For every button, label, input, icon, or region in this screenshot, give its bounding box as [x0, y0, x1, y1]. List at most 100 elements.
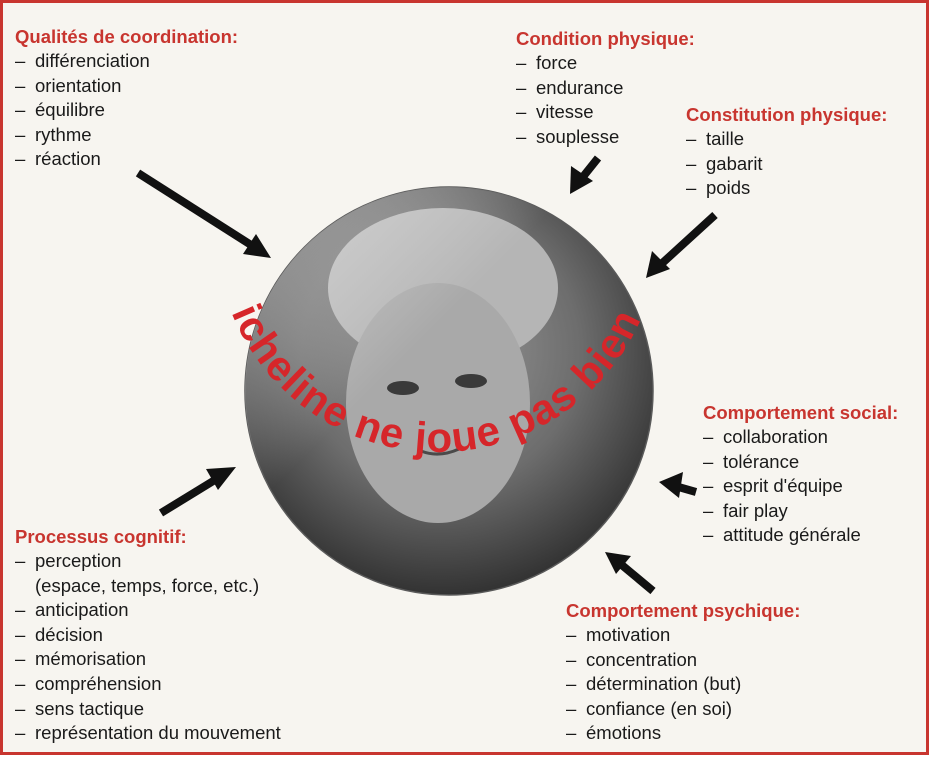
dash-bullet: –	[15, 623, 26, 645]
list-item: –esprit d'équipe	[703, 474, 898, 499]
cognitive-heading: Processus cognitif:	[15, 526, 187, 547]
dash-bullet: –	[15, 50, 26, 71]
list-item-text: mémorisation	[35, 648, 147, 670]
dash-bullet: –	[566, 648, 577, 670]
list-item-text: tolérance	[723, 450, 800, 472]
list-item-text: compréhension	[35, 672, 162, 694]
list-item-text: force	[536, 52, 578, 73]
list-item-text: concentration	[586, 648, 698, 670]
dash-bullet: –	[15, 99, 26, 121]
list-item: –compréhension	[15, 672, 281, 697]
list-item-text: poids	[706, 177, 751, 199]
psychic-list: –motivation–concentration–détermination …	[566, 623, 800, 746]
list-item: –fair play	[703, 499, 898, 524]
dash-bullet: –	[566, 697, 577, 719]
dash-bullet: –	[516, 125, 527, 147]
list-item-text: différenciation	[35, 50, 150, 71]
list-item-text: confiance (en soi)	[586, 697, 733, 719]
list-item: –collaboration	[703, 425, 898, 450]
list-item-text: endurance	[536, 76, 624, 98]
list-item-text: motivation	[586, 624, 671, 645]
list-item-text: (espace, temps, force, etc.)	[35, 574, 260, 596]
list-item: (espace, temps, force, etc.)	[15, 574, 281, 599]
social-list: –collaboration–tolérance–esprit d'équipe…	[703, 425, 898, 548]
dash-bullet: –	[15, 672, 26, 694]
list-item: –gabarit	[686, 152, 887, 177]
list-item-text: gabarit	[706, 152, 763, 174]
list-item-text: taille	[706, 128, 745, 149]
list-item-text: perception	[35, 550, 122, 571]
arrow-social	[659, 472, 698, 498]
diagram-graphics: Micheline ne joue pas bien!?	[3, 3, 718, 596]
list-item-text: décision	[35, 623, 103, 645]
list-item: –différenciation	[15, 49, 238, 74]
dash-bullet: –	[703, 426, 714, 447]
list-item: –tolérance	[703, 450, 898, 475]
group-condition: Condition physique: –force–endurance–vit…	[516, 27, 695, 149]
arrows	[135, 155, 718, 595]
list-item: –motivation	[566, 623, 800, 648]
dash-bullet: –	[566, 722, 577, 744]
list-item: –endurance	[516, 76, 695, 101]
group-coordination: Qualités de coordination: –différenciati…	[15, 25, 238, 172]
group-constitution: Constitution physique: –taille–gabarit–p…	[686, 103, 887, 201]
group-social: Comportement social: –collaboration–tolé…	[703, 401, 898, 548]
cognitive-list: –perception(espace, temps, force, etc.)–…	[15, 549, 281, 746]
dash-bullet: –	[15, 697, 26, 719]
dash-bullet: –	[15, 599, 26, 621]
list-item-text: collaboration	[723, 426, 828, 447]
dash-bullet: –	[516, 52, 527, 73]
psychic-heading: Comportement psychique:	[566, 600, 801, 621]
list-item-text: orientation	[35, 74, 122, 96]
list-item-text: attitude générale	[723, 524, 861, 546]
list-item: –décision	[15, 623, 281, 648]
coordination-list: –différenciation–orientation–équilibre–r…	[15, 49, 238, 172]
social-heading: Comportement social:	[703, 402, 899, 423]
list-item: –concentration	[566, 648, 800, 673]
condition-list: –force–endurance–vitesse–souplesse	[516, 51, 695, 149]
list-item: –orientation	[15, 74, 238, 99]
dash-bullet: –	[15, 722, 26, 744]
dash-bullet: –	[686, 152, 697, 174]
list-item-text: anticipation	[35, 599, 129, 621]
dash-bullet: –	[15, 648, 26, 670]
dash-bullet: –	[15, 123, 26, 145]
list-item: –perception	[15, 549, 281, 574]
arrow-constitution	[646, 212, 718, 278]
coordination-heading: Qualités de coordination:	[15, 26, 239, 47]
portrait-photo-circle	[244, 186, 654, 596]
list-item: –attitude générale	[703, 523, 898, 548]
list-item: –anticipation	[15, 598, 281, 623]
dash-bullet: –	[566, 624, 577, 645]
list-item-text: rythme	[35, 123, 92, 145]
dash-bullet: –	[703, 450, 714, 472]
dash-bullet: –	[686, 128, 697, 149]
list-item: –poids	[686, 176, 887, 201]
list-item: –émotions	[566, 721, 800, 746]
dash-bullet: –	[566, 673, 577, 695]
constitution-list: –taille–gabarit–poids	[686, 127, 887, 201]
list-item-text: souplesse	[536, 125, 620, 147]
group-cognitive: Processus cognitif: –perception(espace, …	[15, 525, 281, 746]
list-item-text: esprit d'équipe	[723, 475, 843, 497]
arrow-cognitive	[158, 467, 236, 517]
dash-bullet: –	[516, 101, 527, 123]
dash-bullet: –	[686, 177, 697, 199]
list-item-text: vitesse	[536, 101, 594, 123]
list-item: –équilibre	[15, 98, 238, 123]
list-item-text: émotions	[586, 722, 662, 744]
list-item-text: sens tactique	[35, 697, 145, 719]
list-item: –vitesse	[516, 100, 695, 125]
condition-heading: Condition physique:	[516, 28, 695, 49]
dash-bullet: –	[703, 499, 714, 521]
list-item: –réaction	[15, 147, 238, 172]
list-item-text: fair play	[723, 499, 788, 521]
list-item: –confiance (en soi)	[566, 697, 800, 722]
dash-bullet: –	[15, 550, 26, 571]
list-item: –rythme	[15, 123, 238, 148]
list-item: –force	[516, 51, 695, 76]
constitution-heading: Constitution physique:	[686, 104, 888, 125]
arrow-condition	[570, 155, 602, 194]
dash-bullet: –	[15, 148, 26, 170]
